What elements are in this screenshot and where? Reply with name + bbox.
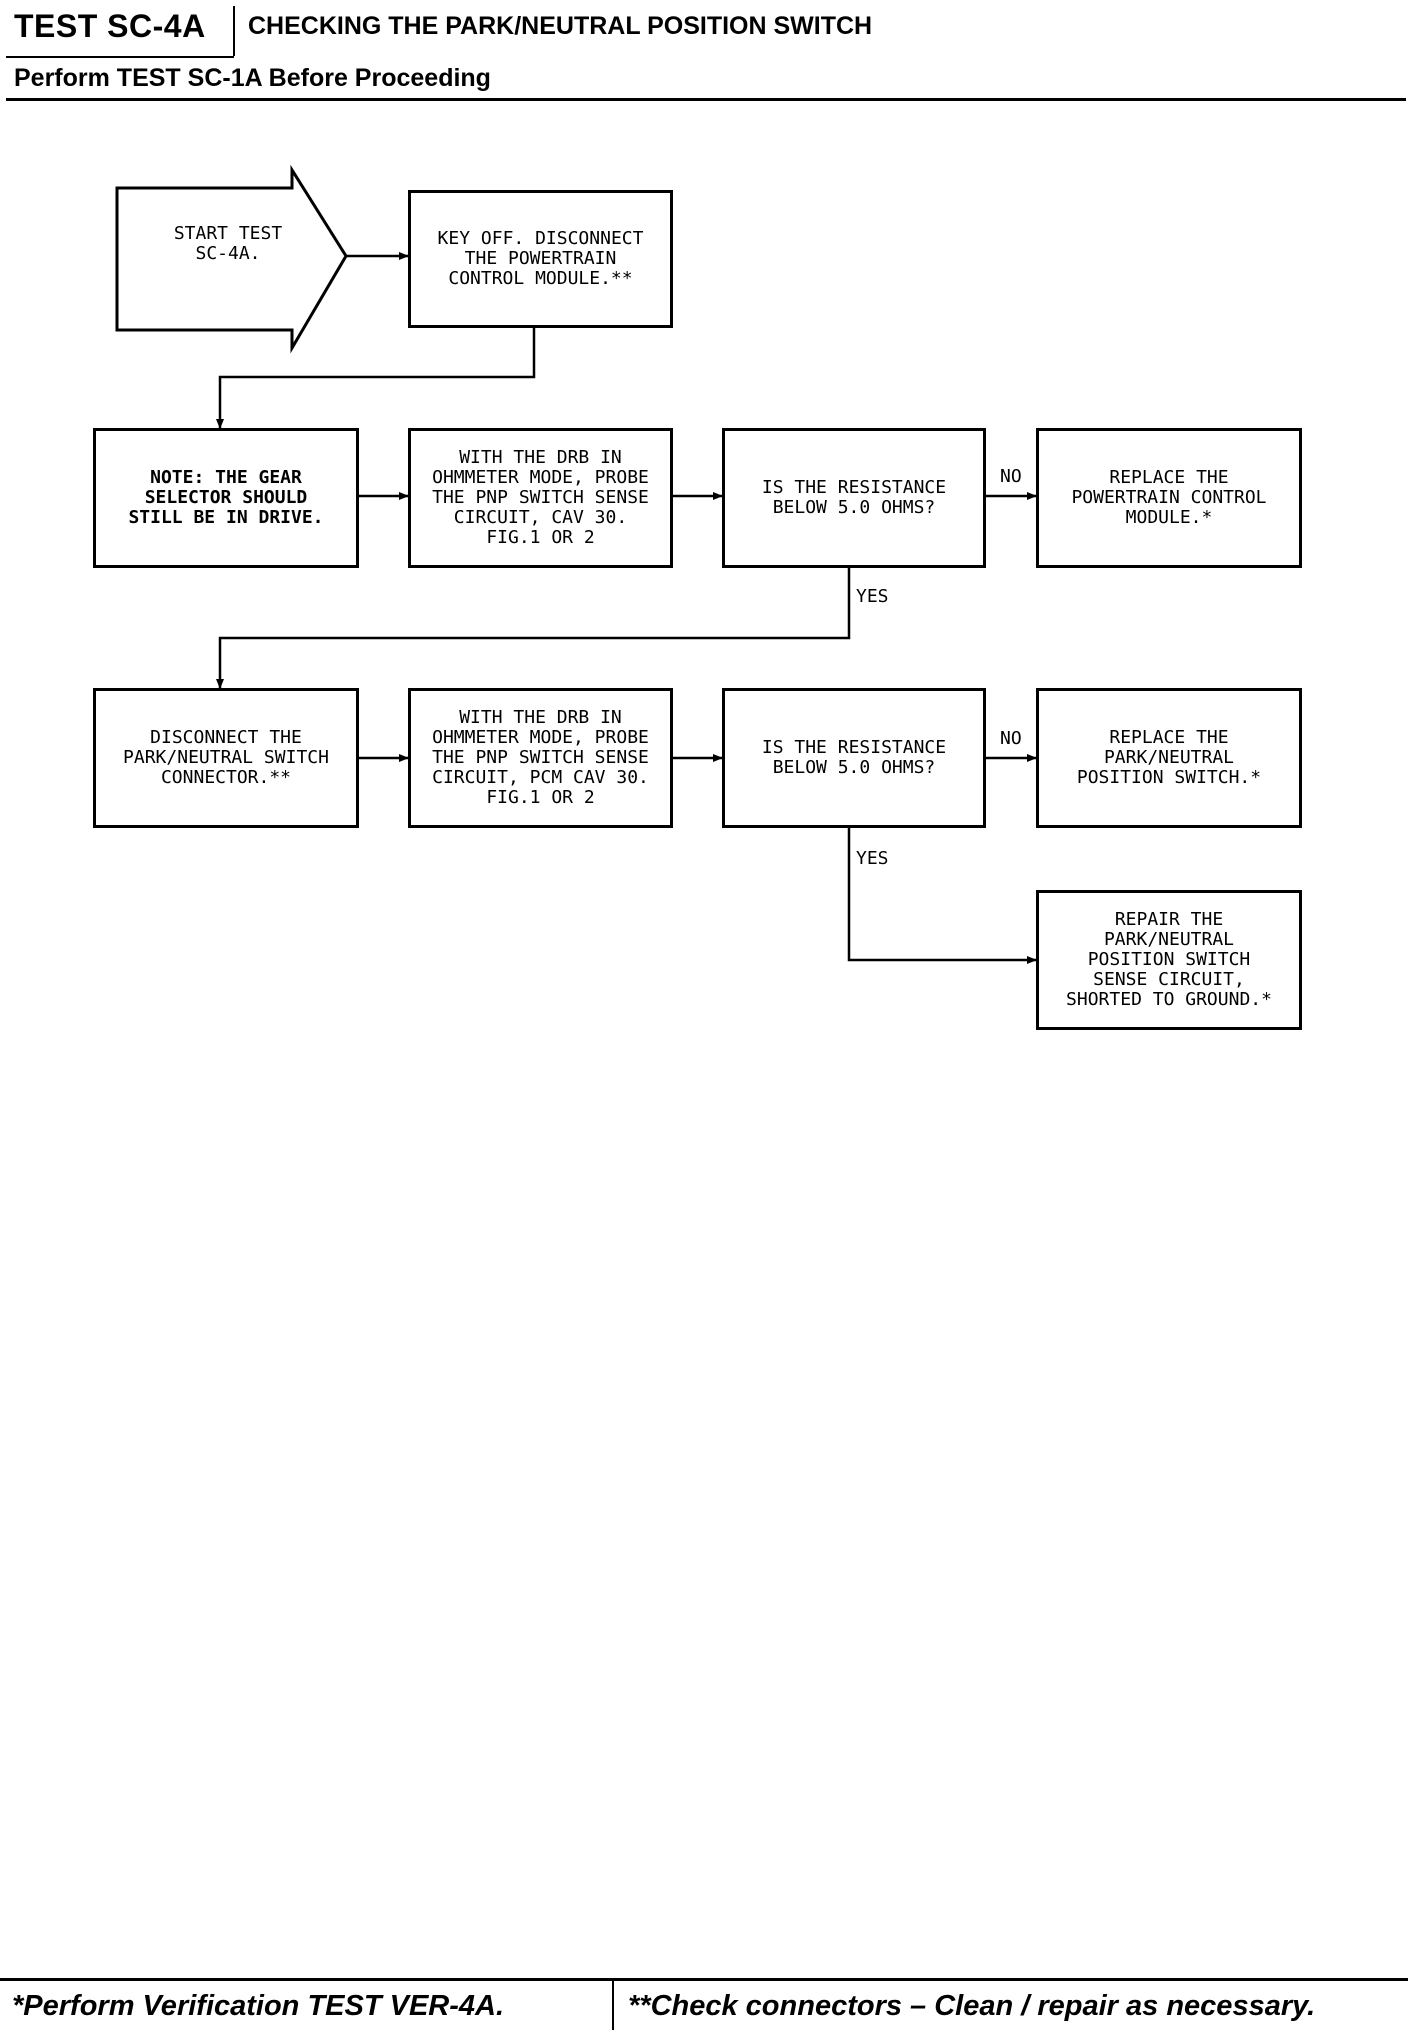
yes-label-1: YES xyxy=(856,586,889,607)
connector-q1-yes xyxy=(216,568,851,689)
yes-label-2: YES xyxy=(856,848,889,869)
test-code: TEST SC-4A xyxy=(14,8,206,44)
footer-connector-note: **Check connectors – Clean / repair as n… xyxy=(628,1990,1316,2022)
start-test-step: START TEST SC-4A. xyxy=(173,223,283,264)
start-arrow-shape xyxy=(115,164,348,354)
footer-verification-note: *Perform Verification TEST VER-4A. xyxy=(12,1990,505,2022)
page-title: CHECKING THE PARK/NEUTRAL POSITION SWITC… xyxy=(248,12,873,40)
footer-divider xyxy=(612,1980,614,2030)
no-label-1: NO xyxy=(1000,466,1022,487)
replace-pnp-switch-step: REPLACE THE PARK/NEUTRAL POSITION SWITCH… xyxy=(1036,688,1302,828)
connector-keyoff-note xyxy=(216,328,536,429)
replace-pcm-step: REPLACE THE POWERTRAIN CONTROL MODULE.* xyxy=(1036,428,1302,568)
repair-circuit-step: REPAIR THE PARK/NEUTRAL POSITION SWITCH … xyxy=(1036,890,1302,1030)
resistance-question-2: IS THE RESISTANCE BELOW 5.0 OHMS? xyxy=(722,688,986,828)
header-divider xyxy=(233,6,235,56)
no-label-2: NO xyxy=(1000,728,1022,749)
probe-step-1: WITH THE DRB IN OHMMETER MODE, PROBE THE… xyxy=(408,428,673,568)
disconnect-pnp-step: DISCONNECT THE PARK/NEUTRAL SWITCH CONNE… xyxy=(93,688,359,828)
connector-q2-yes xyxy=(847,828,1037,964)
key-off-step: KEY OFF. DISCONNECT THE POWERTRAIN CONTR… xyxy=(408,190,673,328)
page-subtitle: Perform TEST SC-1A Before Proceeding xyxy=(14,64,491,92)
note-step: NOTE: THE GEAR SELECTOR SHOULD STILL BE … xyxy=(93,428,359,568)
header-rule xyxy=(6,98,1406,101)
footer-rule xyxy=(0,1978,1408,1981)
header-underline xyxy=(6,56,234,58)
probe-step-2: WITH THE DRB IN OHMMETER MODE, PROBE THE… xyxy=(408,688,673,828)
resistance-question-1: IS THE RESISTANCE BELOW 5.0 OHMS? xyxy=(722,428,986,568)
